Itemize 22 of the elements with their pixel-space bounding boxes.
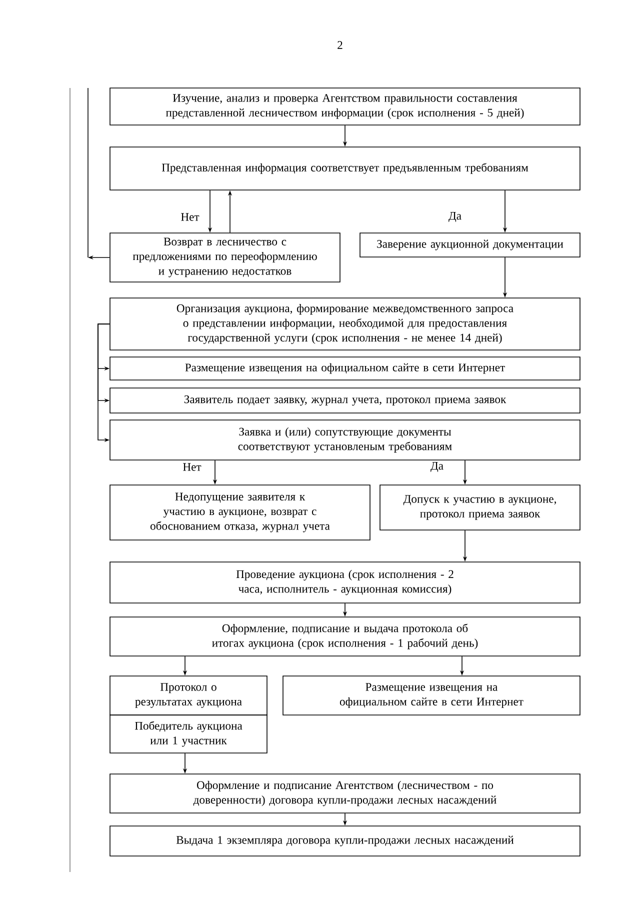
edge-label: Да bbox=[447, 210, 463, 224]
process-box: Выдача 1 экземпляра договора купли-продажи лесных насаждений bbox=[110, 826, 580, 856]
process-box: Оформление, подписание и выдача протокола об итогах аукциона (срок исполнения - 1 рабочий день) bbox=[110, 616, 580, 656]
process-box: Изучение, анализ и проверка Агентством правильности составления представленной лесничеством информации (срок исполнения - 5 дней) bbox=[110, 88, 580, 126]
process-box: Организация аукциона, формирование межведомственного запроса о представлении информации, необходимой для предоставления государственной услуги (срок исполнения - не менее 14 дней) bbox=[110, 298, 580, 350]
process-box: Проведение аукциона (срок исполнения - 2 часа, исполнитель - аукционная комиссия) bbox=[110, 562, 580, 604]
edge-label: Нет bbox=[179, 212, 201, 222]
process-box: Возврат в лесничество с предложениями по переоформлению и устранению недостатков bbox=[110, 232, 340, 282]
process-box: Заявитель подает заявку, журнал учета, протокол приема заявок bbox=[110, 388, 580, 414]
edge-label: Нет bbox=[181, 462, 203, 472]
process-box: Размещение извещения на официальном сайте в сети Интернет bbox=[110, 356, 580, 380]
process-box: Недопущение заявителя к участию в аукционе, возврат с обоснованием отказа, журнал учета bbox=[110, 484, 370, 540]
page-number: 2 bbox=[338, 41, 342, 49]
process-box: Протокол о результатах аукциона bbox=[110, 676, 268, 716]
process-box: Победитель аукциона или 1 участник bbox=[110, 714, 268, 754]
process-box: Допуск к участию в аукционе, протокол приема заявок bbox=[380, 484, 580, 530]
process-box: Размещение извещения на официальном сайте в сети Интернет bbox=[282, 676, 580, 716]
edge-label: Да bbox=[429, 460, 445, 474]
process-box: Заверение аукционной документации bbox=[360, 232, 580, 258]
process-box: Заявка и (или) сопутствующие документы соответствуют установленым требованиям bbox=[110, 420, 580, 460]
process-box: Оформление и подписание Агентством (лесничеством - по доверенности) договора купли-продажи лесных насаждений bbox=[110, 774, 580, 814]
process-box: Представленная информация соответствует предъявленным требованиям bbox=[110, 146, 580, 190]
